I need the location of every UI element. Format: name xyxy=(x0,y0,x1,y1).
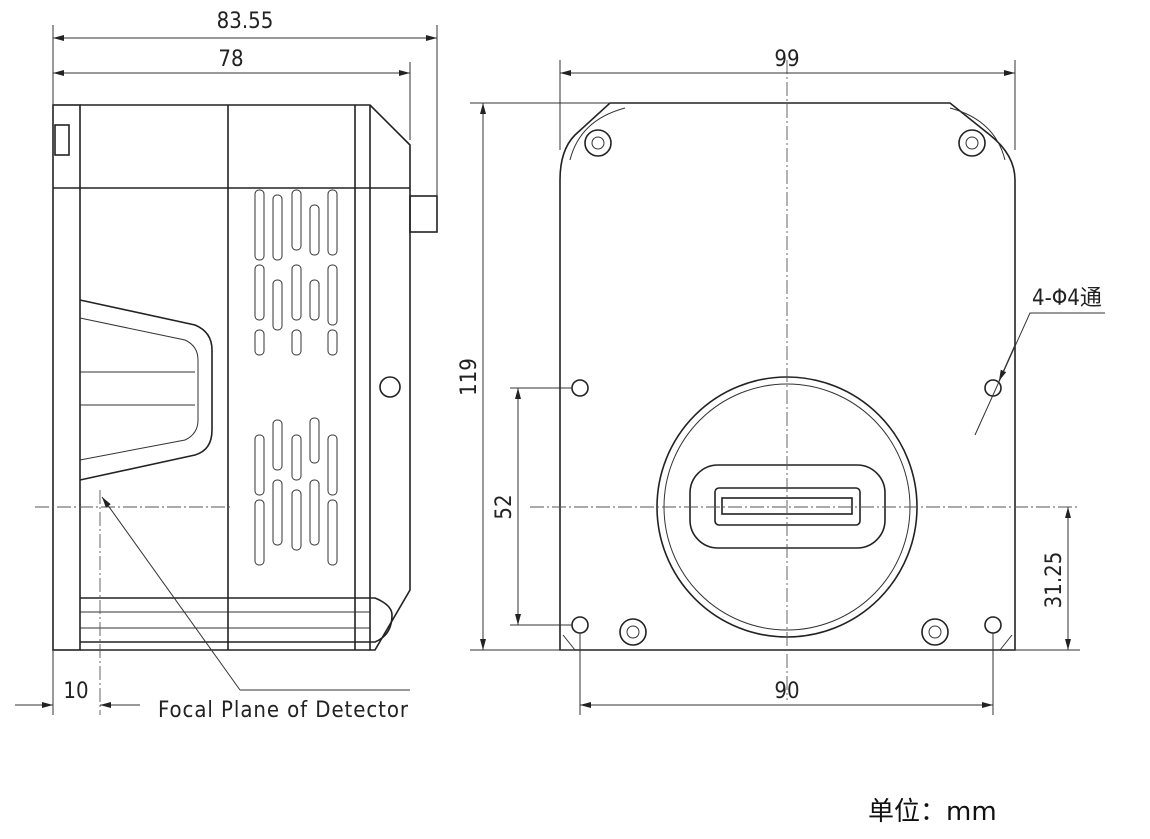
front-view xyxy=(530,60,1080,700)
hole-note: 4-Φ4通 xyxy=(1032,286,1102,311)
dim-focal-offset: 10 xyxy=(63,679,88,704)
dimension-lines xyxy=(15,25,1105,715)
dim-body-length: 78 xyxy=(218,47,243,72)
dim-overall-length: 83.55 xyxy=(217,9,274,34)
side-view xyxy=(35,104,438,715)
dim-hole-spacing-horizontal: 90 xyxy=(774,679,799,704)
focal-plane-label: Focal Plane of Detector xyxy=(158,698,409,723)
dim-width: 99 xyxy=(774,47,799,72)
dim-hole-spacing-vertical: 52 xyxy=(492,494,517,519)
unit-label: 单位：mm xyxy=(868,797,997,827)
vent-slots xyxy=(254,189,338,566)
dim-height: 119 xyxy=(457,358,482,396)
dim-center-height: 31.25 xyxy=(1042,552,1067,609)
mount-holes xyxy=(571,129,1002,646)
